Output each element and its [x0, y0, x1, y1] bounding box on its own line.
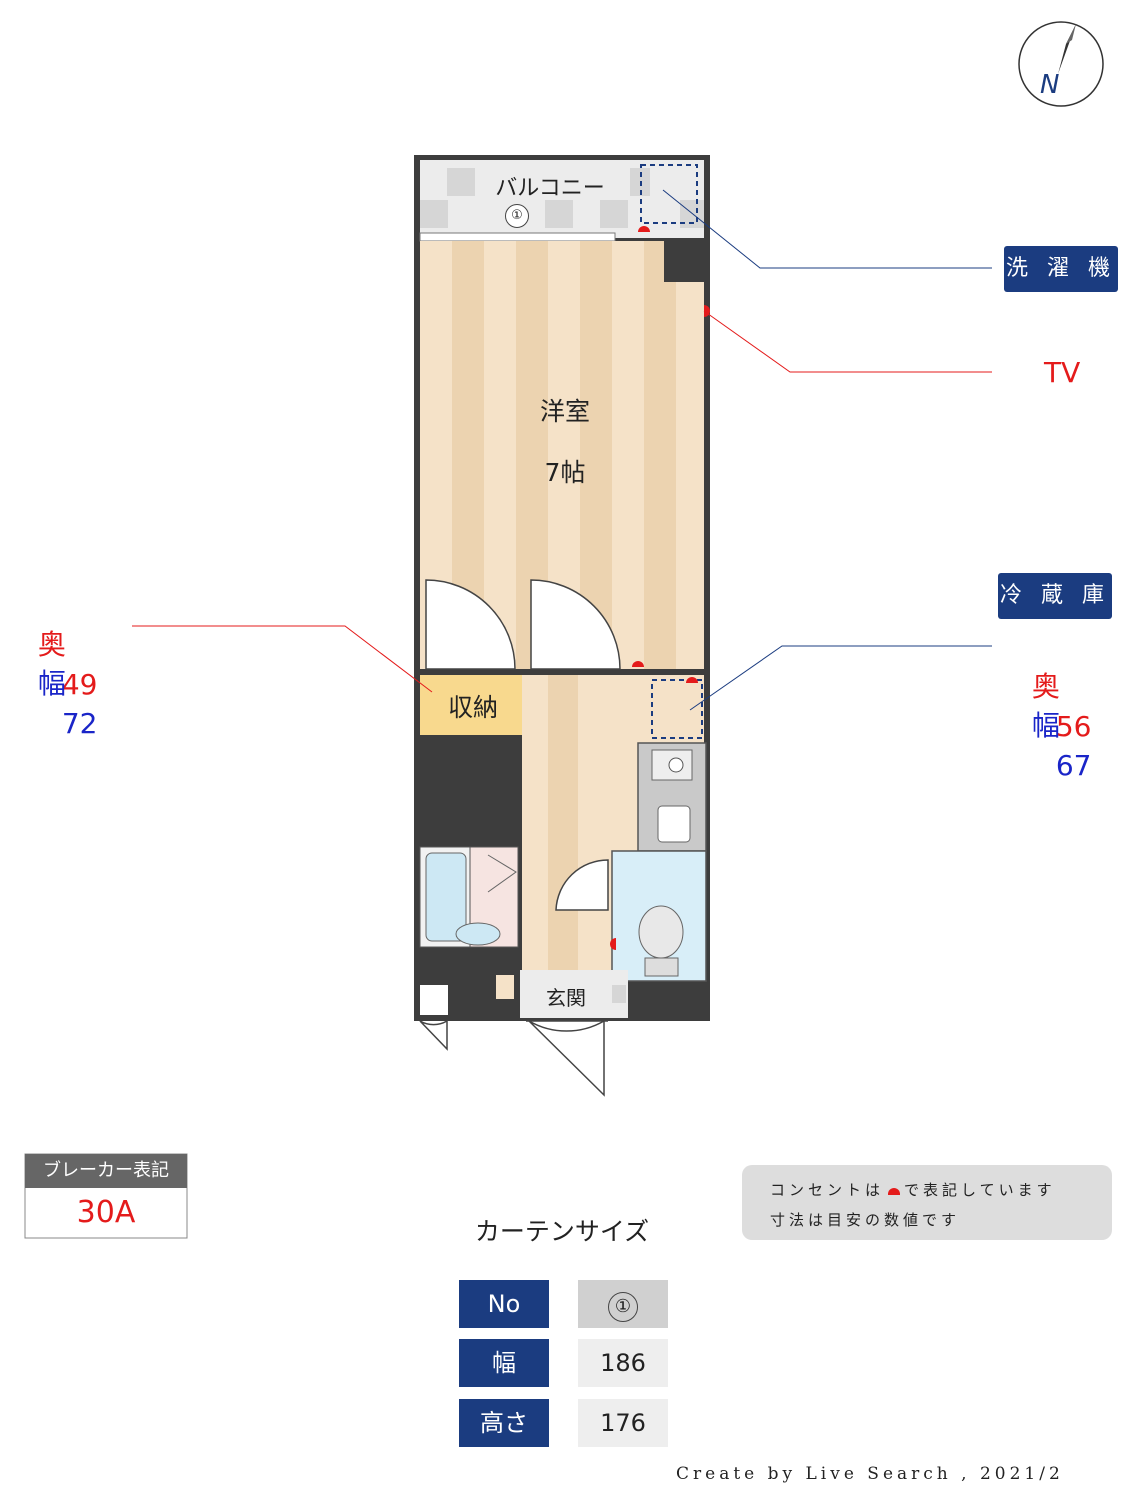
fridge-depth-label: 奥 [1031, 670, 1060, 703]
curtain-no-marker: ① [608, 1292, 638, 1322]
entrance-label: 玄関 [546, 986, 586, 1010]
entrance-floor [520, 970, 628, 1018]
storage-width-value: 72 [61, 707, 98, 740]
note-line-1: コンセントは で表記しています [770, 1179, 1056, 1200]
curtain-row-width-value: 186 [578, 1339, 668, 1387]
curtain-row-no-value: ① [578, 1280, 668, 1328]
curtain-row-width-label: 幅 [459, 1339, 549, 1387]
compass-icon [1018, 21, 1104, 107]
storage-width-label: 幅 [37, 667, 66, 700]
western-room-label: 洋室 [539, 397, 590, 426]
balcony-label: バルコニー [495, 176, 605, 201]
balcony-window-marker: ① [505, 204, 529, 228]
tv-label: TV [1044, 356, 1081, 389]
storage-depth: 奥 49 [20, 585, 98, 705]
curtain-row-no-label: No [459, 1280, 549, 1328]
fridge-width: 幅 67 [1014, 666, 1092, 786]
note-line-1-after: で表記しています [904, 1181, 1056, 1199]
curtain-row-height-value: 176 [578, 1399, 668, 1447]
footer-credit: Create by Live Search , 2021/2 [676, 1464, 1064, 1484]
outlet-icon [888, 1188, 901, 1195]
fridge-label: 冷 蔵 庫 [998, 573, 1112, 619]
note-line-2: 寸法は目安の数値です [770, 1211, 961, 1229]
balcony-marker-text: ① [511, 208, 523, 223]
washer-label: 洗 濯 機 [1004, 246, 1118, 292]
note-line-1-before: コンセントは [770, 1181, 885, 1199]
curtain-row-height-label: 高さ [459, 1399, 549, 1447]
fridge-width-value: 67 [1055, 749, 1092, 782]
storage-width: 幅 72 [20, 624, 98, 744]
western-room-size: 7帖 [544, 458, 586, 487]
storage-label: 収納 [447, 693, 498, 722]
storage-depth-label: 奥 [37, 628, 66, 661]
breaker-title: ブレーカー表記 [43, 1160, 169, 1181]
fridge-depth-value: 56 [1055, 710, 1092, 743]
compass-letter: N [1040, 70, 1060, 100]
outlet-note: コンセントは で表記しています 寸法は目安の数値です [742, 1165, 1112, 1240]
fridge-depth: 奥 56 [1014, 627, 1092, 747]
breaker-value: 30A [76, 1195, 136, 1230]
curtain-title: カーテンサイズ [474, 1217, 650, 1246]
fridge-width-label: 幅 [1031, 709, 1060, 742]
storage-area [420, 675, 522, 735]
storage-depth-value: 49 [61, 668, 98, 701]
